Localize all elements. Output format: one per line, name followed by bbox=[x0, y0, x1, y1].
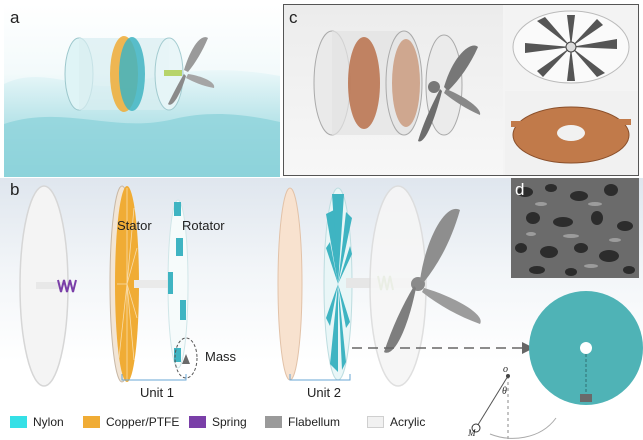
legend-label-acrylic: Acrylic bbox=[390, 415, 426, 429]
label-rotator: Rotator bbox=[182, 218, 225, 233]
panel-c-photo-device bbox=[284, 5, 503, 175]
panel-c-device-photo bbox=[313, 30, 481, 142]
panel-label-b: b bbox=[10, 180, 20, 199]
rotator-disc-photo bbox=[512, 10, 630, 84]
label-unit-2: Unit 2 bbox=[307, 385, 341, 400]
porous-surface-texture bbox=[511, 178, 639, 278]
panel-label-d: d bbox=[515, 180, 525, 199]
legend-swatch-nylon bbox=[10, 416, 27, 428]
legend-item-acrylic: Acrylic bbox=[367, 414, 425, 430]
panel-c-photo-stator bbox=[505, 91, 638, 175]
legend-label-nylon: Nylon bbox=[33, 415, 64, 429]
panel-a-illustration bbox=[4, 36, 280, 177]
label-mass: Mass bbox=[205, 349, 237, 364]
label-unit-1: Unit 1 bbox=[140, 385, 174, 400]
legend-item-nylon: Nylon bbox=[10, 414, 64, 430]
panel-label-a: a bbox=[10, 8, 20, 27]
panel-c-photo-rotator bbox=[505, 5, 638, 90]
stator-disc-photo bbox=[511, 106, 631, 164]
legend-label-flabellum: Flabellum bbox=[288, 415, 341, 429]
legend-item-flabellum: Flabellum bbox=[265, 414, 340, 430]
legend-swatch-acrylic bbox=[367, 416, 384, 428]
panel-a-image bbox=[4, 4, 280, 177]
legend-item-spring: Spring bbox=[189, 414, 247, 430]
legend-label-copper-ptfe: Copper/PTFE bbox=[106, 415, 180, 429]
legend-swatch-spring bbox=[189, 416, 206, 428]
label-stator: Stator bbox=[117, 218, 152, 233]
legend-label-spring: Spring bbox=[212, 415, 247, 429]
legend-item-copper-ptfe: Copper/PTFE bbox=[83, 414, 179, 430]
legend-swatch-flabellum bbox=[265, 416, 282, 428]
pendulum-angle-label: θ bbox=[502, 386, 507, 397]
pendulum-pivot-label: o bbox=[503, 364, 508, 375]
panel-d-sem-image bbox=[511, 178, 639, 278]
panel-label-c: c bbox=[289, 8, 298, 27]
pendulum-mass-label: M bbox=[468, 428, 476, 438]
legend-swatch-copper-ptfe bbox=[83, 416, 100, 428]
panel-b-exploded-diagram bbox=[19, 185, 643, 440]
